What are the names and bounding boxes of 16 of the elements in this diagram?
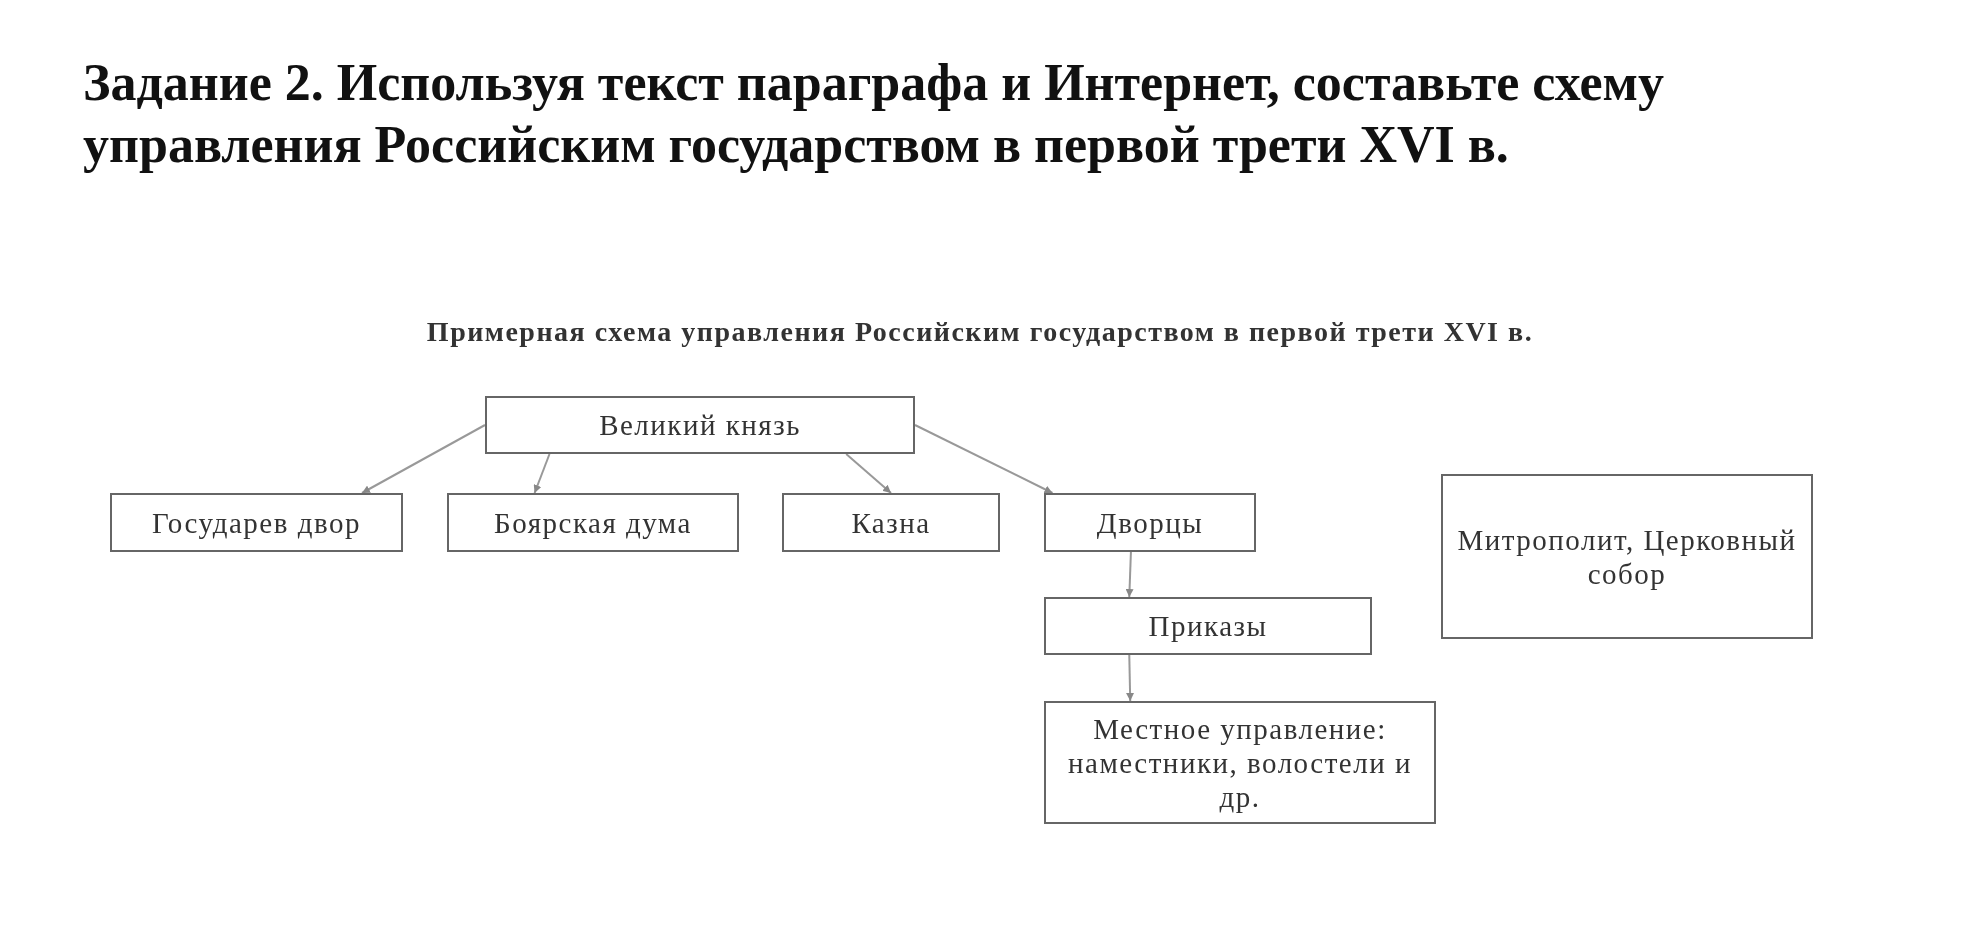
- process-box: Дворцы: [1044, 493, 1256, 552]
- title: Задание 2. Используя текст параграфа и Интернет, составьте схему управления Российским государством в первой трети XVI в.: [83, 53, 1665, 175]
- arrow: [533, 453, 551, 494]
- process-box: Казна: [782, 493, 1000, 552]
- diagram-caption: Примерная схема управления Российским государством в первой трети XVI в.: [425, 316, 1535, 348]
- process-box: Местное управление: наместники, волостели и др.: [1044, 701, 1436, 824]
- arrow: [361, 424, 486, 494]
- process-box: Боярская дума: [447, 493, 739, 552]
- process-box: Митрополит, Церковный собор: [1441, 474, 1813, 639]
- process-box: Великий князь: [485, 396, 915, 454]
- arrow: [845, 453, 892, 494]
- arrow: [1125, 551, 1134, 598]
- arrow: [914, 424, 1054, 494]
- process-box: Государев двор: [110, 493, 403, 552]
- arrow: [1126, 654, 1135, 702]
- process-box: Приказы: [1044, 597, 1372, 655]
